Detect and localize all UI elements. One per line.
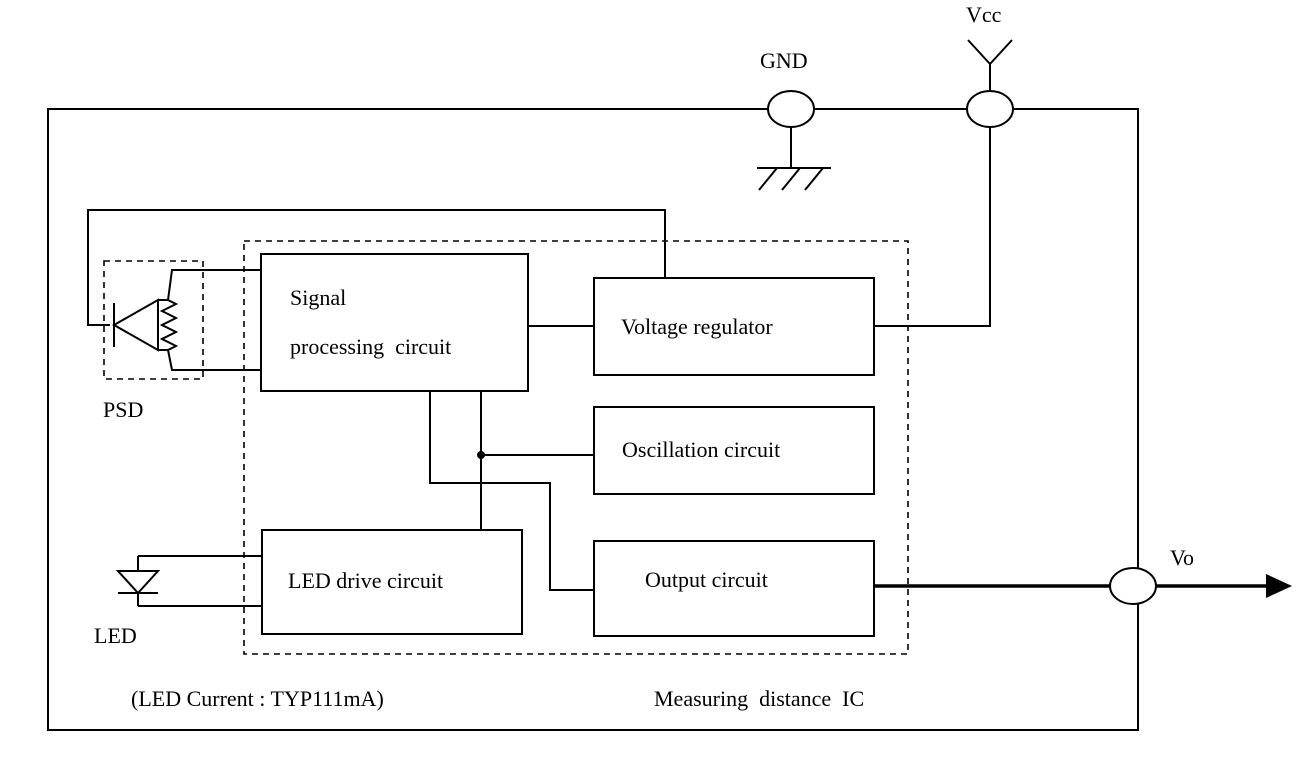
- psd-label: PSD: [103, 397, 143, 422]
- signal-processing-block: [260, 253, 529, 392]
- ground-symbol-icon: [757, 127, 831, 191]
- led-diode-icon: [115, 555, 262, 607]
- signal-processing-label-2: processing circuit: [290, 334, 451, 359]
- oscillation-block: [593, 406, 875, 495]
- signal-processing-label-1: Signal: [290, 285, 346, 310]
- voltage-regulator-label: Voltage regulator: [621, 314, 773, 339]
- psd-boundary: [103, 260, 204, 380]
- voltage-regulator-block: [593, 277, 875, 376]
- led-current-note: (LED Current : TYP111mA): [131, 686, 384, 711]
- sp-to-output-wire: [429, 391, 594, 591]
- vr-psd-feedback-wire: [87, 209, 666, 326]
- vo-terminal: [1109, 567, 1157, 605]
- vo-label: Vo: [1170, 545, 1194, 570]
- psd-photodiode-icon: [111, 269, 261, 371]
- led-drive-block: [261, 529, 523, 635]
- vcc-label: Vcc: [966, 2, 1002, 27]
- ic-label: Measuring distance IC: [654, 686, 864, 711]
- ic-boundary: [243, 240, 909, 655]
- vo-arrow-icon: [1266, 574, 1292, 598]
- gnd-label: GND: [760, 48, 808, 73]
- vcc-supply-icon: [967, 39, 1013, 91]
- vcc-terminal: [966, 90, 1014, 128]
- output-label: Output circuit: [645, 567, 768, 592]
- vcc-wire: [874, 127, 991, 327]
- oscillation-label: Oscillation circuit: [622, 437, 780, 462]
- led-drive-label: LED drive circuit: [288, 568, 443, 593]
- led-label: LED: [94, 623, 137, 648]
- output-block: [593, 540, 875, 637]
- gnd-terminal: [767, 90, 815, 128]
- junction-dot: [477, 451, 485, 459]
- module-frame: [47, 108, 1139, 731]
